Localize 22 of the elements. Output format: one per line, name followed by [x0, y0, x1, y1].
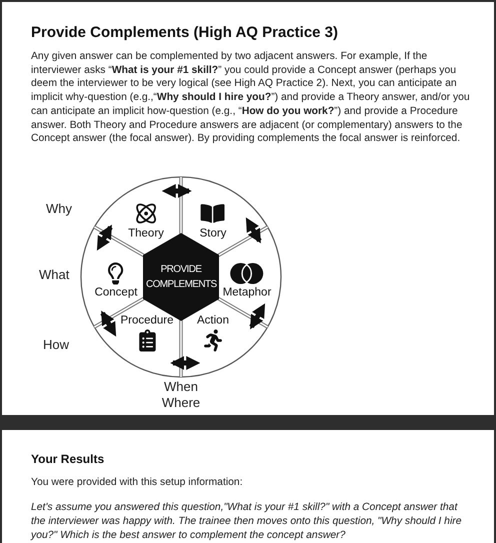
axis-label: Why: [46, 200, 72, 218]
paragraph: Any given answer can be complemented by two adjacent answers. For example, If the interviewer asks “What is your #1 skill?” you could provide a Concept answer (perhaps you deem the interviewer to be very logical (see High AQ Practice 2). Next, you can anticipate an implicit why-question (e.g.,“Why should I hire you?”) and provide a Theory answer, and/or you can anticipate an implicit how-question (e.g., “How do you work?”) and provide a Procedure answer. Both Theory and Procedure answers are adjacent (or complementary) answers to the Concept answer (the focal answer). By providing complements the focal answer is reinforced.: [31, 50, 471, 146]
double-arrow: [170, 356, 200, 370]
sector-label: Procedure: [120, 314, 174, 328]
sector-label: Action: [197, 314, 229, 328]
axis-label: What: [39, 266, 70, 284]
axis-label: When Where: [160, 379, 202, 411]
double-arrow: [162, 184, 192, 198]
double-arrow: [96, 224, 113, 251]
hexagon-label: PROVIDE COMPLEMENTS: [146, 263, 216, 292]
paragraph: You were provided with this setup information:: [31, 476, 243, 490]
sector-label: Metaphor: [222, 286, 272, 300]
sector-label: Story: [200, 228, 226, 240]
sector-label: Concept: [94, 286, 138, 300]
axis-label: How: [43, 336, 70, 354]
section-heading: Your Results: [31, 451, 104, 468]
double-arrow: [246, 217, 262, 244]
paragraph: Let's assume you answered this question,"What is your #1 skill?" with a Concept answer that the interviewer was happy with. The trainee then moves onto this question, "Why should I hire you?" Which is the best answer to complement the concept answer?: [31, 501, 463, 543]
title: Provide Complements (High AQ Practice 3): [31, 23, 338, 43]
double-arrow: [100, 310, 116, 337]
sector-label: Theory: [128, 228, 164, 240]
double-arrow: [249, 303, 266, 330]
